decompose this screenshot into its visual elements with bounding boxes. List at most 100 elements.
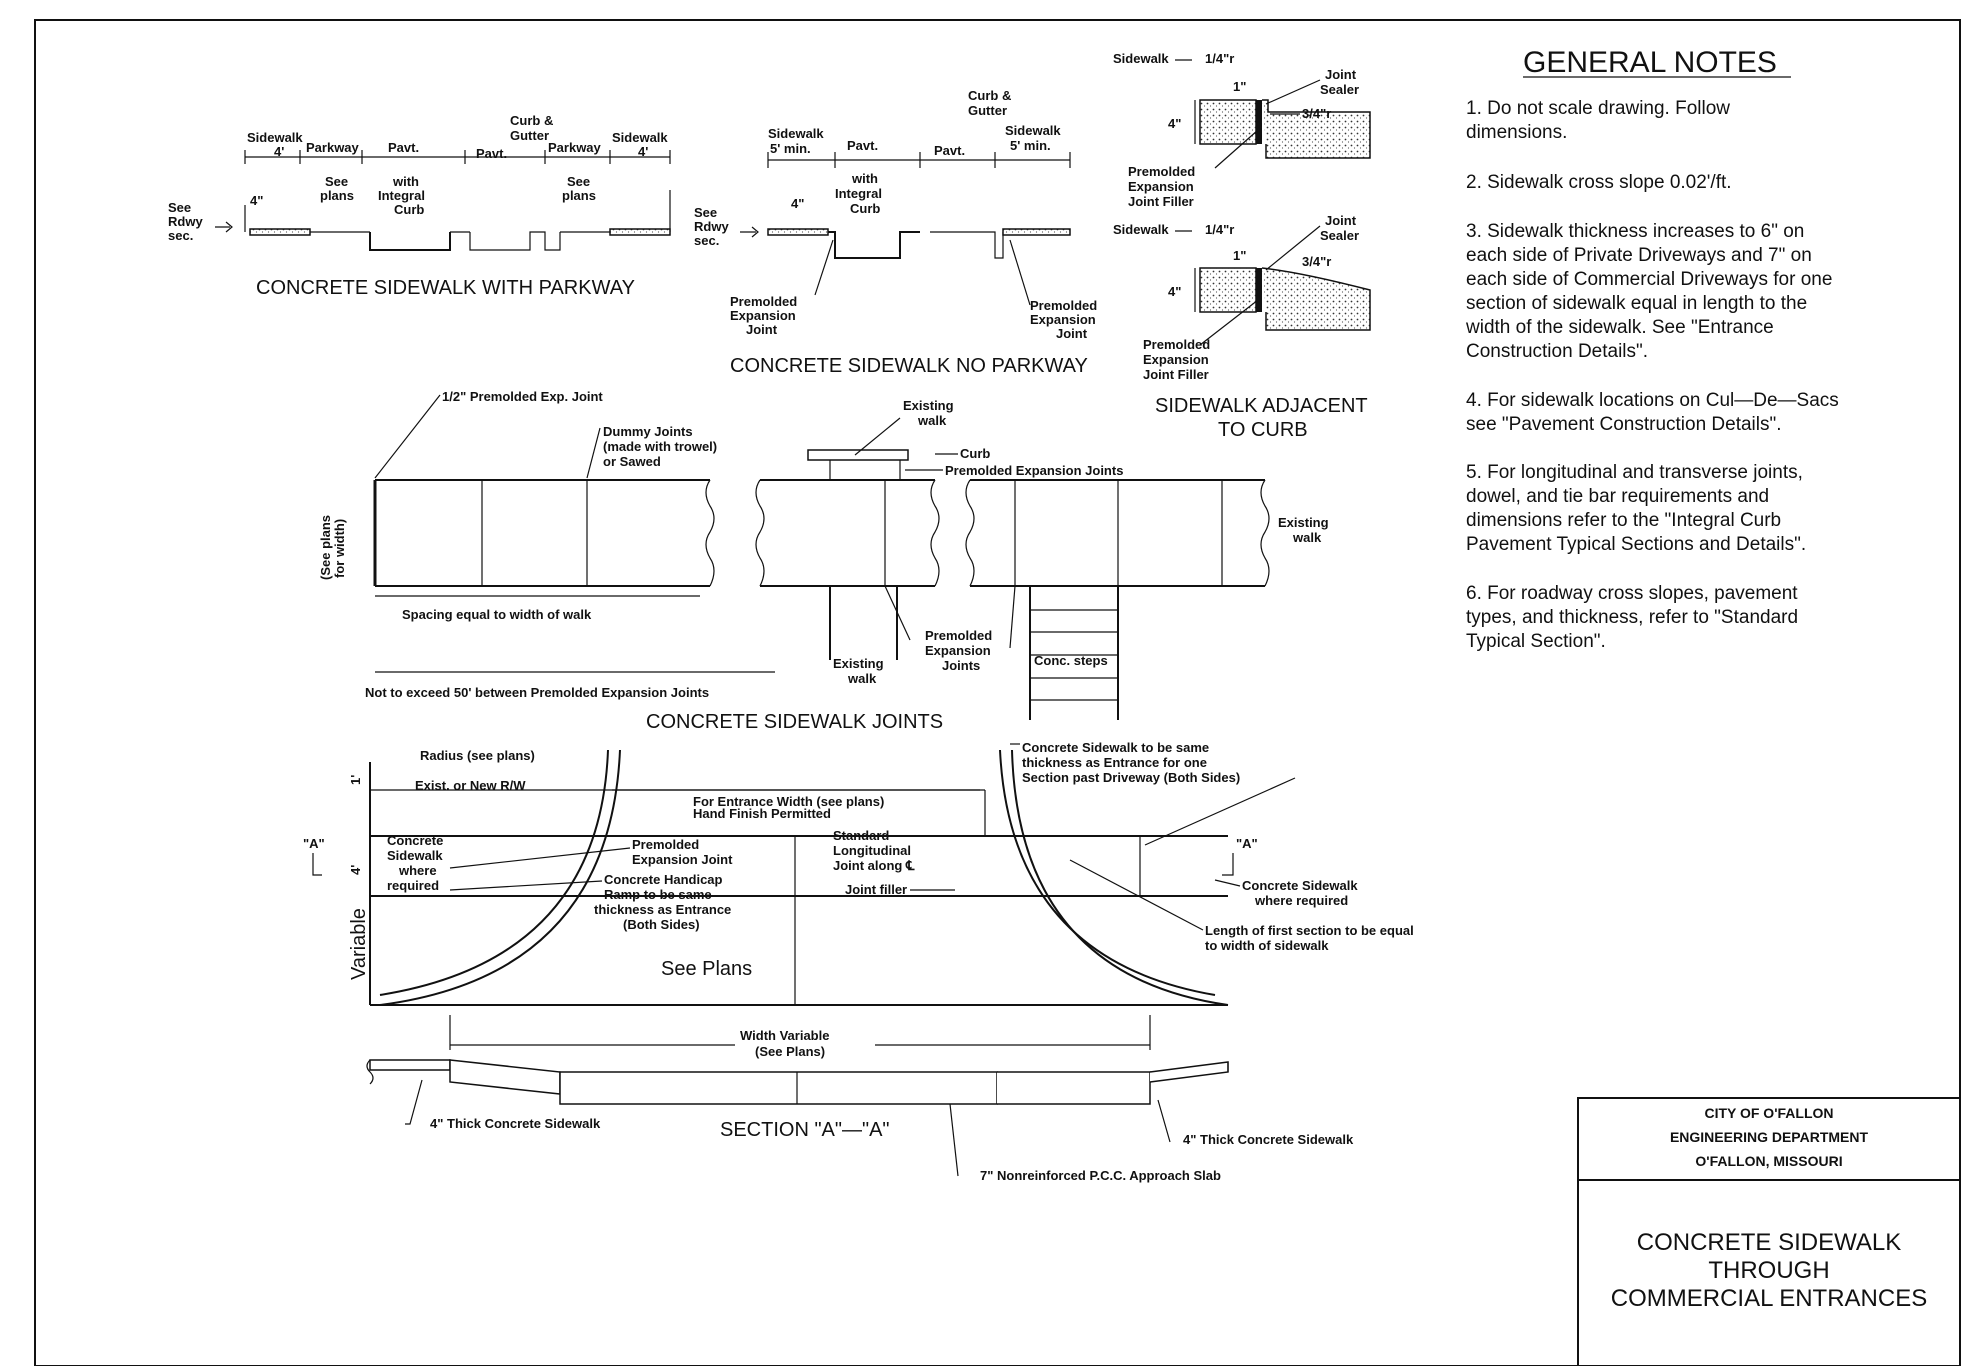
label-exist-rw: Exist. or New R/W xyxy=(415,778,526,793)
label-adj-four-b: 4" xyxy=(1168,284,1181,299)
label-premolded-2: Expansion Joint xyxy=(632,852,733,867)
label-np-sidewalk-l: Sidewalk xyxy=(768,126,824,141)
label-np-premolded-r-2: Expansion xyxy=(1030,312,1096,327)
label-adj-filler-b-2: Expansion xyxy=(1143,352,1209,367)
title-block-title-2: THROUGH xyxy=(1708,1257,1829,1284)
label-np-see-rdwy-2: Rdwy xyxy=(694,219,729,234)
label-prem-3: Joints xyxy=(942,658,980,673)
label-curb: Curb xyxy=(960,446,990,461)
label-adj-r14-a: 1/4"r xyxy=(1205,51,1234,66)
general-notes: GENERAL NOTES 1. Do not scale drawing. F… xyxy=(1465,46,1839,652)
label-np-premolded-r-3: Joint xyxy=(1056,326,1088,341)
note-4-line-2: see "Pavement Construction Details". xyxy=(1466,414,1782,435)
note-3-line-6: Construction Details". xyxy=(1466,341,1648,362)
label-see-plans-width-1: (See plans xyxy=(318,515,333,580)
label-np-with-curb-2: Integral xyxy=(835,186,882,201)
label-dummy-3: or Sawed xyxy=(603,454,661,469)
sidewalk-with-parkway-detail: Sidewalk 4' Parkway Pavt. Curb & Gutter … xyxy=(168,113,671,299)
note-3-line-4: section of sidewalk equal in length to t… xyxy=(1466,293,1807,314)
label-see-plans-b2: plans xyxy=(562,188,596,203)
label-np-with-curb-3: Curb xyxy=(850,201,880,216)
label-dummy-1: Dummy Joints xyxy=(603,424,693,439)
note-3-line-1: 3. Sidewalk thickness increases to 6" on xyxy=(1466,221,1804,242)
note-3-line-2: each side of Private Driveways and 7" on xyxy=(1466,245,1812,266)
label-see-rdwy-2: Rdwy xyxy=(168,214,203,229)
label-conc-sw-right-1: Concrete Sidewalk xyxy=(1242,878,1358,893)
label-conc-sw-2: Sidewalk xyxy=(387,848,443,863)
title-block-title-1: CONCRETE SIDEWALK xyxy=(1637,1229,1901,1256)
label-with-curb-1: with xyxy=(392,174,419,189)
label-a-right: "A" xyxy=(1236,836,1258,851)
label-dim-4c: 4" xyxy=(250,193,263,208)
label-parkway-r: Parkway xyxy=(548,140,602,155)
label-same-thick-3: Section past Driveway (Both Sides) xyxy=(1022,770,1240,785)
label-adj-sidewalk-a: Sidewalk xyxy=(1113,51,1169,66)
label-std-1: Standard xyxy=(833,828,889,843)
label-adj-r34-a: 3/4"r xyxy=(1302,106,1331,121)
label-see-plans-a1: See xyxy=(325,174,348,189)
label-np-pavt-2: Pavt. xyxy=(934,143,965,158)
label-existing-right-1: Existing xyxy=(1278,515,1329,530)
label-np-min-l: 5' min. xyxy=(770,141,811,156)
label-width-1: Width Variable xyxy=(740,1028,829,1043)
label-curb-gutter-2: Gutter xyxy=(510,128,549,143)
label-adj-filler-a-2: Expansion xyxy=(1128,179,1194,194)
sheet-border xyxy=(34,19,1961,1366)
commercial-entrance-plan: Radius (see plans) Exist. or New R/W 1' … xyxy=(303,740,1414,1006)
note-5-line-4: Pavement Typical Sections and Details". xyxy=(1466,534,1806,555)
label-length-2: to width of sidewalk xyxy=(1205,938,1329,953)
label-adj-four-a: 4" xyxy=(1168,116,1181,131)
label-ramp-3: thickness as Entrance xyxy=(594,902,731,917)
title-block-org-3: O'FALLON, MISSOURI xyxy=(1695,1153,1842,1169)
label-variable: Variable xyxy=(348,908,370,980)
label-adj-r34-b: 3/4"r xyxy=(1302,254,1331,269)
label-thick-left: 4" Thick Concrete Sidewalk xyxy=(430,1116,601,1131)
label-same-thick-1: Concrete Sidewalk to be same xyxy=(1022,740,1209,755)
title-sidewalk-no-parkway: CONCRETE SIDEWALK NO PARKWAY xyxy=(730,355,1088,377)
label-see-plans-ent: See Plans xyxy=(661,958,752,980)
sidewalk-joints-detail: 1/2" Premolded Exp. Joint Dummy Joints (… xyxy=(318,389,1329,733)
label-with-curb-2: Integral xyxy=(378,188,425,203)
note-6-line-3: Typical Section". xyxy=(1466,631,1606,652)
note-5-line-2: dowel, and tie bar requirements and xyxy=(1466,486,1769,507)
label-existing-top-2: walk xyxy=(917,413,947,428)
label-see-plans-b1: See xyxy=(567,174,590,189)
label-same-thick-2: thickness as Entrance for one xyxy=(1022,755,1207,770)
label-prem-1: Premolded xyxy=(925,628,992,643)
label-np-curb-gutter-1: Curb & xyxy=(968,88,1011,103)
label-entrance-width: For Entrance Width (see plans) xyxy=(693,794,884,809)
label-curb-gutter-1: Curb & xyxy=(510,113,553,128)
label-adj-sidewalk-b: Sidewalk xyxy=(1113,222,1169,237)
label-np-sidewalk-r: Sidewalk xyxy=(1005,123,1061,138)
note-5-line-3: dimensions refer to the "Integral Curb xyxy=(1466,510,1781,531)
label-pavt-2: Pavt. xyxy=(476,146,507,161)
label-existing-right-2: walk xyxy=(1292,530,1322,545)
note-6-line-2: types, and thickness, refer to "Standard xyxy=(1466,607,1798,628)
label-not-exceed: Not to exceed 50' between Premolded Expa… xyxy=(365,685,709,700)
label-dim-4b: 4' xyxy=(638,144,648,159)
label-dummy-2: (made with trowel) xyxy=(603,439,717,454)
title-adjacent-1: SIDEWALK ADJACENT xyxy=(1155,395,1368,417)
label-spacing: Spacing equal to width of walk xyxy=(402,607,592,622)
label-prem-2: Expansion xyxy=(925,643,991,658)
label-length-1: Length of first section to be equal xyxy=(1205,923,1414,938)
label-np-premolded-l-1: Premolded xyxy=(730,294,797,309)
label-adj-filler-b-1: Premolded xyxy=(1143,337,1210,352)
title-section-aa: SECTION "A"—"A" xyxy=(720,1119,890,1141)
title-adjacent-2: TO CURB xyxy=(1218,419,1308,441)
label-np-pavt-1: Pavt. xyxy=(847,138,878,153)
label-np-curb-gutter-2: Gutter xyxy=(968,103,1007,118)
label-prem-exp-joints: Premolded Expansion Joints xyxy=(945,463,1123,478)
label-std-2: Longitudinal xyxy=(833,843,911,858)
label-existing-bottom-1: Existing xyxy=(833,656,884,671)
sidewalk-adjacent-to-curb-detail: Sidewalk 1/4"r Joint Sealer 1" 3/4"r 4" … xyxy=(1113,51,1371,441)
label-slab: 7" Nonreinforced P.C.C. Approach Slab xyxy=(980,1168,1221,1183)
label-one-ft: 1' xyxy=(348,775,363,785)
label-adj-filler-a-1: Premolded xyxy=(1128,164,1195,179)
label-np-min-r: 5' min. xyxy=(1010,138,1051,153)
label-adj-joint-a-2: Sealer xyxy=(1320,82,1359,97)
label-four-ft: 4' xyxy=(348,865,363,875)
general-notes-heading: GENERAL NOTES xyxy=(1523,46,1777,79)
note-3-line-3: each side of Commercial Driveways for on… xyxy=(1466,269,1832,290)
